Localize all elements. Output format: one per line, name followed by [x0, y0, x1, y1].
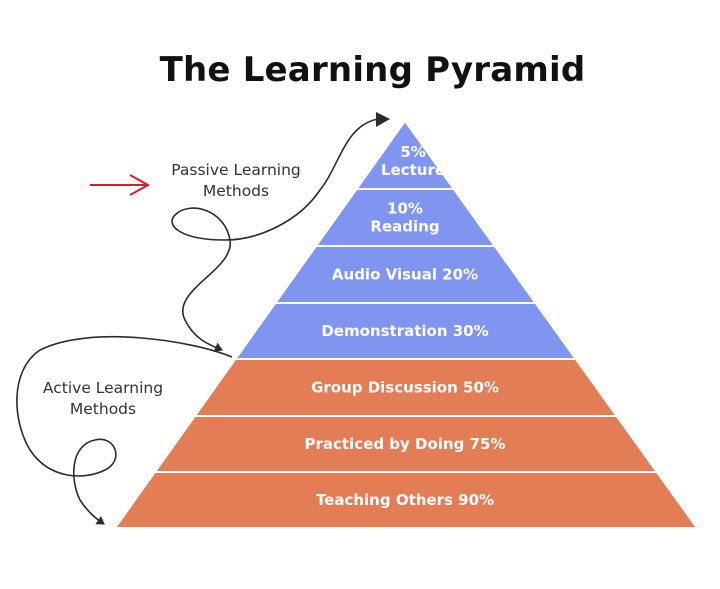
pyramid-level-6-label-1: Practiced by Doing 75%: [305, 435, 506, 453]
passive-label-line-1: Passive Learning: [171, 161, 301, 179]
passive-label-line-2: Methods: [202, 182, 270, 200]
pyramid-level-2-label-2: Reading: [370, 218, 439, 236]
active-learning-label: Active Learning Methods: [28, 378, 178, 420]
pyramid-level-1-label-2: Lecture: [381, 161, 445, 179]
pyramid-level-2-label-1: 10%: [387, 200, 423, 218]
active-label-line-1: Active Learning: [42, 379, 164, 397]
passive-learning-label: Passive Learning Methods: [156, 160, 316, 202]
pyramid-level-7-label-1: Teaching Others 90%: [316, 491, 494, 509]
passive-curly-arrowhead: [376, 112, 390, 127]
pyramid-level-5-label-1: Group Discussion 50%: [311, 379, 499, 397]
page-title: The Learning Pyramid: [159, 50, 586, 90]
pyramid-level-7: [113, 471, 699, 529]
red-arrow-icon: [90, 174, 151, 196]
active-label-line-2: Methods: [69, 400, 137, 418]
pyramid-level-1-label-1: 5%: [400, 143, 425, 161]
passive-curly-arrow: [171, 118, 379, 352]
pyramid-level-3-label-1: Audio Visual 20%: [332, 266, 478, 284]
pyramid-level-4-label-1: Demonstration 30%: [321, 322, 488, 340]
active-curly-arrow: [16, 335, 233, 525]
